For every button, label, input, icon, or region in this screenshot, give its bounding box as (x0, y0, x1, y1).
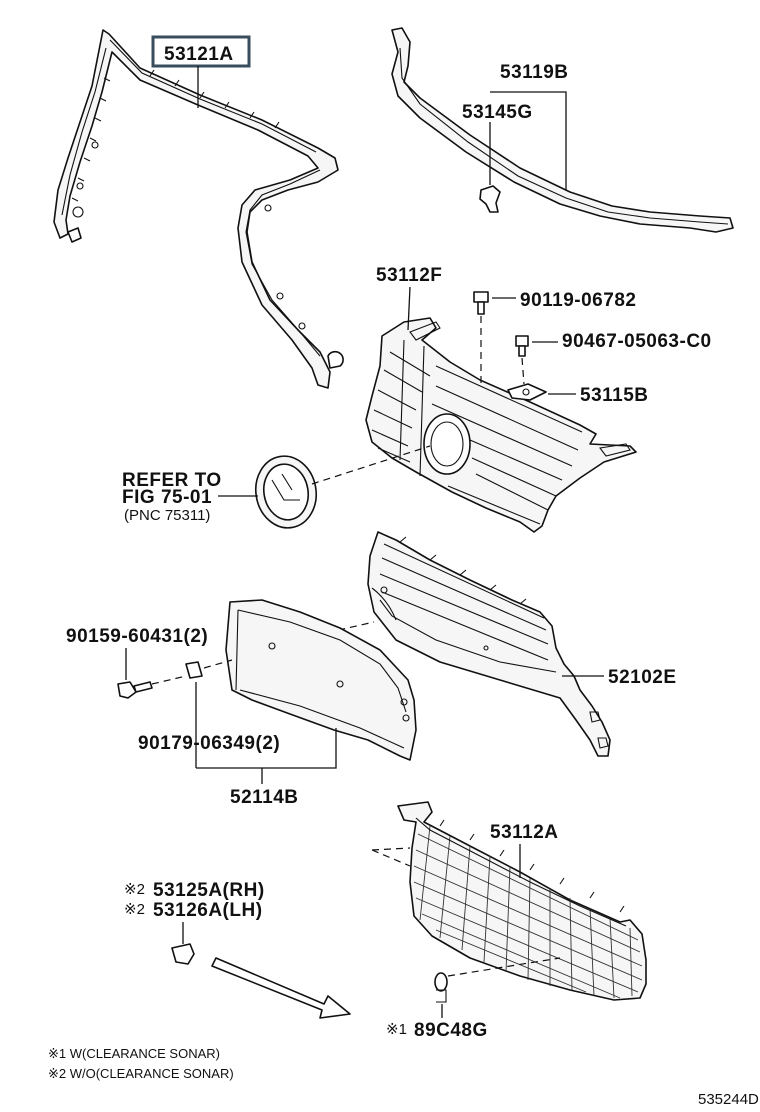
clip-hood-part[interactable] (479, 185, 501, 213)
screw-b-part[interactable] (117, 681, 153, 699)
label-53121A[interactable]: 53121A (164, 44, 234, 65)
mark-53125A: ※2 (124, 881, 145, 898)
nut-clip-part[interactable] (185, 661, 203, 679)
ref-line2[interactable]: FIG 75-01 (122, 487, 212, 508)
molding-hood-part[interactable] (391, 27, 734, 233)
lower-grille-part[interactable] (397, 801, 647, 1001)
diagram-id: 535244D (698, 1091, 759, 1108)
ref-line3: (PNC 75311) (124, 507, 210, 524)
dash-screw-b (151, 675, 187, 685)
dash-sonar (447, 957, 561, 977)
mark-89C48G: ※1 (386, 1021, 407, 1038)
highlight-box (151, 35, 251, 68)
plate-bracket-part[interactable] (225, 599, 417, 761)
mark-53126A: ※2 (124, 901, 145, 918)
cover-part[interactable] (171, 943, 195, 965)
bumper-cover-part[interactable] (367, 531, 611, 757)
dash-nut-clip (203, 659, 233, 669)
ref-line1: REFER TO (122, 470, 222, 491)
label-53115B[interactable]: 53115B (580, 385, 649, 406)
note-clearance-sonar: ※1 W(CLEARANCE SONAR) (48, 1046, 220, 1061)
label-52102E[interactable]: 52102E (608, 667, 677, 688)
dash-lower-grille (371, 847, 411, 867)
label-53145G[interactable]: 53145G (462, 102, 533, 123)
label-53126A[interactable]: 53126A(LH) (153, 900, 263, 921)
label-90119-06782[interactable]: 90119-06782 (520, 290, 636, 311)
label-90179-06349[interactable]: 90179-06349(2) (138, 733, 280, 754)
sonar-cap-part[interactable] (434, 972, 448, 1003)
label-90159-60431[interactable]: 90159-60431(2) (66, 626, 208, 647)
leader-52114B (196, 728, 337, 784)
label-90467-05063-C0[interactable]: 90467-05063-C0 (562, 331, 712, 352)
dash-emblem (311, 445, 431, 485)
label-53125A[interactable]: 53125A(RH) (153, 880, 265, 901)
molding-upper-part[interactable] (53, 29, 344, 389)
emblem-part[interactable] (250, 451, 322, 532)
grille-sub-part[interactable] (365, 317, 637, 533)
bracket-part[interactable] (507, 383, 547, 401)
bolt-a-part[interactable] (473, 291, 489, 315)
note-no-clearance-sonar: ※2 W/O(CLEARANCE SONAR) (48, 1066, 234, 1081)
label-53119B[interactable]: 53119B (500, 62, 569, 83)
screw-a-part[interactable] (515, 335, 529, 357)
label-53112F[interactable]: 53112F (376, 265, 442, 286)
leader-53112F (407, 286, 411, 331)
label-53112A[interactable]: 53112A (490, 822, 559, 843)
direction-arrow-icon (211, 957, 351, 1019)
dash-screw-a (521, 357, 525, 385)
label-89C48G[interactable]: 89C48G (414, 1020, 488, 1041)
leader-53119B (490, 91, 567, 190)
label-52114B[interactable]: 52114B (230, 787, 299, 808)
